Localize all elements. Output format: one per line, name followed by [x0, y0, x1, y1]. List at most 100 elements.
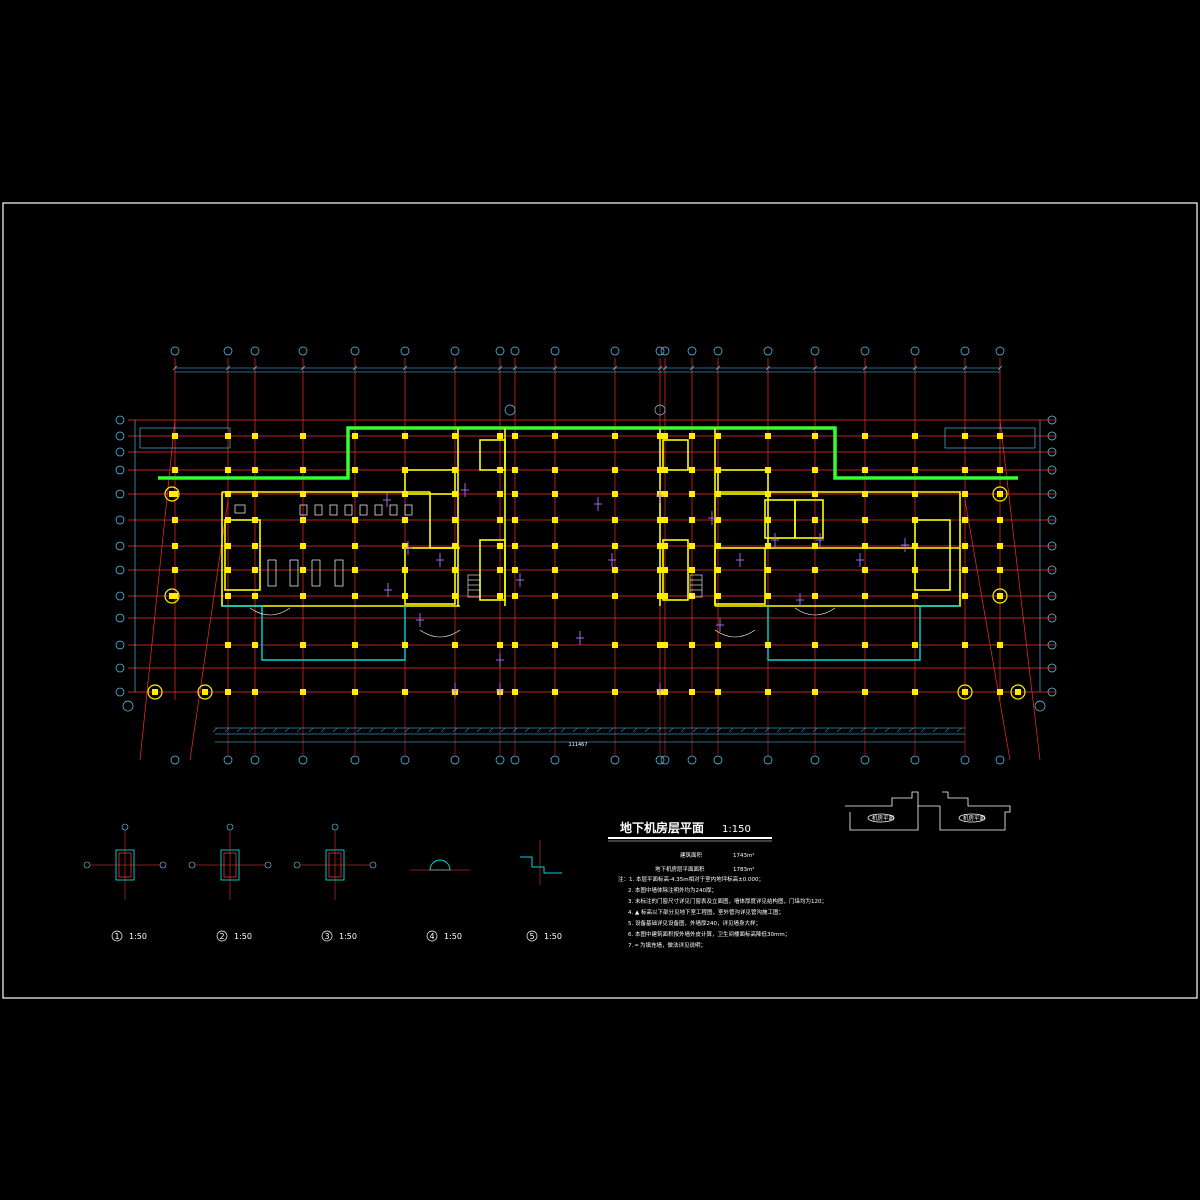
- dimension-tick: [464, 727, 470, 733]
- column: [689, 467, 695, 473]
- column: [812, 689, 818, 695]
- axis-bubble: [995, 755, 1005, 765]
- column: [252, 467, 258, 473]
- column: [552, 517, 558, 523]
- column: [1015, 689, 1021, 695]
- column: [765, 517, 771, 523]
- column: [962, 517, 968, 523]
- dimension-tick: [452, 365, 458, 371]
- dimension-tick: [404, 727, 410, 733]
- column: [812, 433, 818, 439]
- building-walls: [221, 428, 961, 607]
- column: [765, 642, 771, 648]
- axis-bubble: [660, 755, 670, 765]
- axis-bubble: [1047, 565, 1057, 575]
- dimension-tick: [356, 727, 362, 733]
- column: [352, 567, 358, 573]
- dimension-tick: [497, 365, 503, 371]
- overall-dimension-label: 111467: [568, 742, 587, 748]
- column: [662, 543, 668, 549]
- dimension-tick: [224, 727, 230, 733]
- column: [912, 689, 918, 695]
- column-circle: [992, 588, 1008, 604]
- column: [689, 491, 695, 497]
- column: [962, 642, 968, 648]
- column: [612, 543, 618, 549]
- column: [497, 467, 503, 473]
- dimension-tick: [715, 365, 721, 371]
- detail-number-circle: [111, 930, 123, 942]
- axis-bubble: [223, 346, 233, 356]
- axis-bubble: [1047, 489, 1057, 499]
- dimension-tick: [812, 365, 818, 371]
- column: [552, 593, 558, 599]
- axis-bubble: [170, 755, 180, 765]
- column: [715, 491, 721, 497]
- column: [962, 467, 968, 473]
- dimension-tick: [402, 365, 408, 371]
- column: [657, 467, 663, 473]
- column: [612, 467, 618, 473]
- dimension-tick: [620, 727, 626, 733]
- column-circle: [164, 486, 180, 502]
- column: [612, 642, 618, 648]
- horizontal-axis-lines: [128, 419, 1055, 693]
- column: [512, 642, 518, 648]
- column: [662, 433, 668, 439]
- drawing-title: 地下机房层平面: [620, 820, 704, 835]
- axis-bubble: [400, 346, 410, 356]
- column: [689, 567, 695, 573]
- column: [997, 433, 1003, 439]
- column: [862, 491, 868, 497]
- dimension-tick: [657, 365, 663, 371]
- column: [352, 642, 358, 648]
- column: [715, 517, 721, 523]
- dimension-tick: [560, 727, 566, 733]
- column: [962, 491, 968, 497]
- dimension-tick: [308, 727, 314, 733]
- column: [497, 433, 503, 439]
- dimension-lines: [134, 365, 1041, 743]
- dimension-tick: [692, 727, 698, 733]
- note-line: 2. 本图中墙体除注明外均为240厚；: [628, 886, 717, 894]
- dimension-tick: [962, 365, 968, 371]
- annotation-marks: [249, 483, 909, 697]
- axis-line-slanted: [964, 499, 1011, 761]
- detail-bubble: [293, 861, 301, 869]
- column: [657, 642, 663, 648]
- column: [812, 517, 818, 523]
- axis-bubble: [960, 346, 970, 356]
- dimension-tick: [272, 727, 278, 733]
- column: [225, 543, 231, 549]
- axis-bubble: [1047, 431, 1057, 441]
- column: [452, 543, 458, 549]
- column: [912, 491, 918, 497]
- column: [962, 593, 968, 599]
- column: [997, 689, 1003, 695]
- column: [552, 467, 558, 473]
- column: [552, 543, 558, 549]
- column: [715, 433, 721, 439]
- column: [497, 593, 503, 599]
- door-arc: [419, 629, 461, 638]
- column: [300, 491, 306, 497]
- column: [552, 689, 558, 695]
- column: [612, 567, 618, 573]
- column: [812, 567, 818, 573]
- dimension-tick: [800, 727, 806, 733]
- stairs: [467, 574, 703, 598]
- detail-arch: [429, 859, 451, 871]
- column: [812, 491, 818, 497]
- dimension-tick: [728, 727, 734, 733]
- equipment-unit: [314, 504, 323, 516]
- column: [512, 567, 518, 573]
- dimension-tick: [788, 727, 794, 733]
- column: [765, 689, 771, 695]
- column: [352, 689, 358, 695]
- column-circle: [957, 684, 973, 700]
- axis-bubble: [1047, 465, 1057, 475]
- column: [252, 689, 258, 695]
- dimension-tick: [689, 365, 695, 371]
- axis-bubble: [298, 346, 308, 356]
